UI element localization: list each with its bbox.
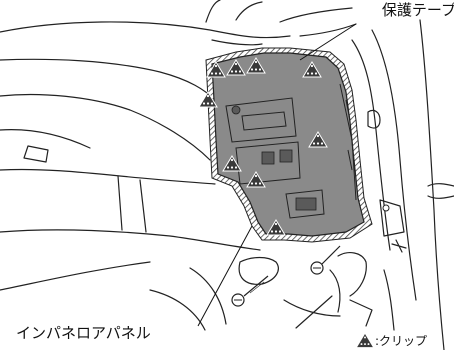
leader-lines xyxy=(197,23,357,327)
lower-panel-label: インパネロアパネル xyxy=(16,324,151,342)
protective-tape-label: 保護テープ xyxy=(381,1,454,19)
clip-triangle-icon xyxy=(357,333,373,347)
legend-text: :クリップ xyxy=(375,334,428,348)
lower-panel xyxy=(211,52,390,237)
screws xyxy=(231,245,341,307)
legend: :クリップ xyxy=(357,332,427,349)
